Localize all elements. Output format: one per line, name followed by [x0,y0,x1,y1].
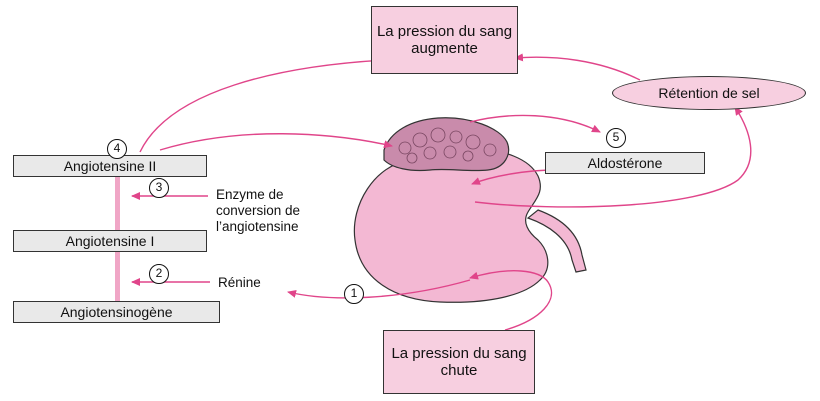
box-angiotensin-2: Angiotensine II [13,155,207,177]
step-4: 4 [107,139,127,159]
adrenal-gland [383,117,510,172]
label-ace: Enzyme de conversion de l’angiotensine [216,187,301,234]
box-pressure-drops: La pression du sang chute [383,330,535,394]
arrow-kidney-to-salt [474,106,752,208]
arrow-ang2-to-pressure [139,56,386,153]
ureter [526,209,587,273]
step-2: 2 [149,264,169,284]
box-aldosterone: Aldostérone [545,152,705,174]
box-pressure-rises: La pression du sang augmente [371,6,518,74]
box-angiotensinogen: Angiotensinogène [13,301,220,323]
arrow-ang2-to-adrenal [159,133,393,151]
oval-salt-retention: Rétention de sel [612,76,806,110]
step-5: 5 [606,128,626,148]
kidney [353,149,549,303]
step-1: 1 [344,284,364,304]
arrow-salt-to-pressure [514,53,641,81]
box-angiotensin-1: Angiotensine I [13,230,207,252]
step-3: 3 [149,178,169,198]
label-renin: Rénine [218,275,261,290]
arrow-adrenal-to-5 [469,114,601,133]
arrow-kidney-to-renin [287,279,471,299]
adrenal-texture [398,127,497,164]
arrow-pressure-to-kidney [469,270,553,331]
